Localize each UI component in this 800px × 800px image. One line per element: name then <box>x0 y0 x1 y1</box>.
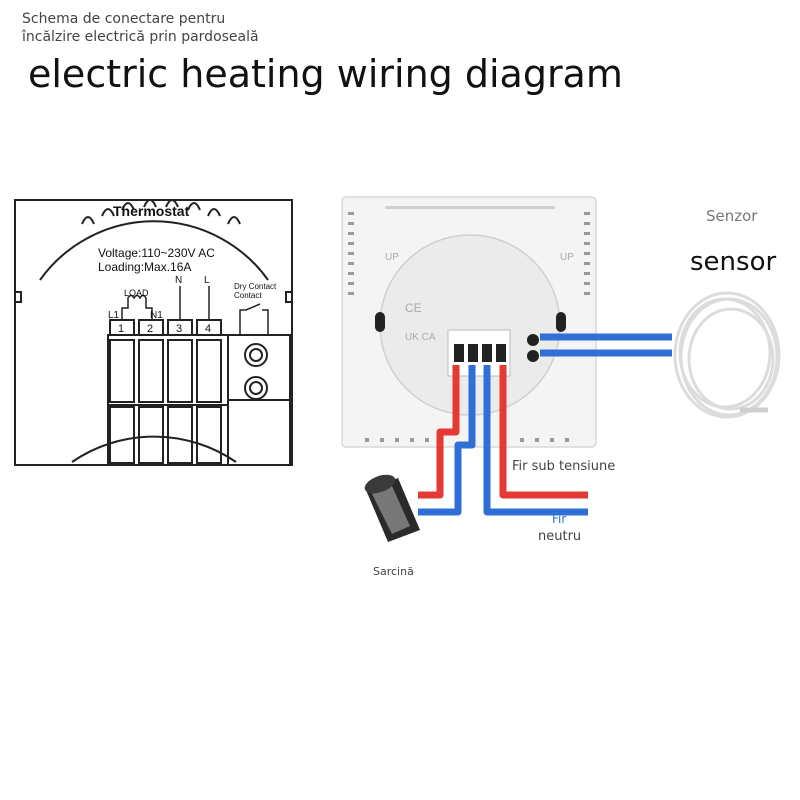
device-sensor-terminal-1 <box>527 334 539 346</box>
device-terminal-screws <box>454 344 506 362</box>
device-up-label-left: UP <box>385 252 399 263</box>
supply-neutral-wire <box>483 365 588 516</box>
schematic-clip-right <box>285 291 293 303</box>
schematic-device-name: Thermostat <box>113 203 190 219</box>
schematic-l1-label: L1 <box>108 310 120 321</box>
live-wire-label: Fir sub tensiune <box>512 459 615 474</box>
heating-film-roll <box>364 474 420 542</box>
device-ukca-mark: UK CA <box>405 332 436 343</box>
schematic-n-label: N <box>175 275 182 286</box>
schematic-loading: Loading:Max.16A <box>98 260 191 274</box>
load-live-wire <box>418 365 460 499</box>
device-sensor-terminal-2 <box>527 350 539 362</box>
sensor-label-en: sensor <box>690 247 776 277</box>
sensor-label-ro: Senzor <box>706 207 758 225</box>
terminal-3: 3 <box>176 323 182 335</box>
schematic-contact: Contact <box>234 291 262 300</box>
device-mount-slot-left <box>375 312 385 332</box>
caption-line-1: Schema de conectare pentru <box>22 11 226 27</box>
device-ce-mark: CE <box>405 301 422 315</box>
schematic-circle-bottom <box>71 435 237 463</box>
sensor-coil <box>673 291 781 419</box>
device-up-label-right: UP <box>560 252 574 263</box>
device-mount-slot-right <box>556 312 566 332</box>
load-label: Sarcină <box>373 565 414 578</box>
supply-live-wire <box>499 365 588 499</box>
schematic-dry-contact: Dry Contact <box>234 282 277 291</box>
terminal-4: 4 <box>205 323 211 335</box>
wires <box>418 333 672 516</box>
neutral-wire-label-1: Fir <box>552 512 566 526</box>
page-title: electric heating wiring diagram <box>28 52 623 96</box>
load-neutral-wire <box>418 365 476 516</box>
schematic-l-label: L <box>204 275 210 286</box>
neutral-wire-label-2: neutru <box>538 529 581 544</box>
device-vents <box>348 206 590 442</box>
schematic-voltage: Voltage:110~230V AC <box>98 246 215 260</box>
schematic-frame <box>14 199 293 466</box>
thermostat-schematic <box>14 199 293 466</box>
terminal-1: 1 <box>118 323 124 335</box>
schematic-load-label: LOAD <box>124 288 149 298</box>
schematic-clip-left <box>14 291 22 303</box>
romanian-caption: Schema de conectare pentru încălzire ele… <box>22 10 259 46</box>
schematic-notches <box>81 199 241 225</box>
schematic-n1-label: N1 <box>150 310 163 321</box>
terminal-2: 2 <box>147 323 153 335</box>
schematic-circle-top <box>39 220 269 281</box>
caption-line-2: încălzire electrică prin pardoseală <box>22 29 259 45</box>
diagram-labels: Senzor sensor Fir sub tensiune Fir neutr… <box>373 207 776 578</box>
schematic-labels: Thermostat Voltage:110~230V AC Loading:M… <box>98 203 277 335</box>
